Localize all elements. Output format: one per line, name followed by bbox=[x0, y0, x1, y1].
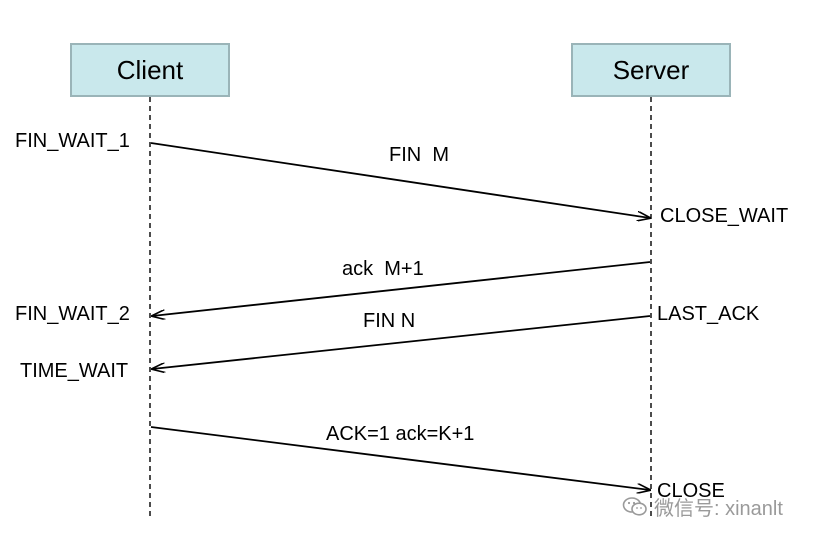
server-label: Server bbox=[612, 54, 690, 85]
fin-n-arrow bbox=[152, 315, 651, 369]
client-box: Client bbox=[70, 43, 230, 97]
watermark-text: 微信号: xinanlt bbox=[654, 498, 783, 520]
fin-wait-2-state: FIN_WAIT_2 bbox=[15, 303, 130, 325]
server-box: Server bbox=[571, 43, 731, 97]
last-ack-state: LAST_ACK bbox=[657, 303, 760, 325]
fin-m-arrow bbox=[150, 142, 650, 218]
final-ack-arrow bbox=[150, 426, 650, 490]
watermark: 微信号: xinanlt bbox=[622, 492, 783, 521]
final-ack-label: ACK=1 ack=K+1 bbox=[326, 423, 475, 445]
close-wait-state: CLOSE_WAIT bbox=[660, 205, 789, 227]
fin-m-label: FIN M bbox=[389, 144, 449, 166]
fin-wait-1-state: FIN_WAIT_1 bbox=[15, 130, 130, 152]
ack-m1-arrow bbox=[152, 261, 651, 316]
wechat-icon bbox=[622, 496, 647, 516]
fin-n-label: FIN N bbox=[363, 310, 416, 332]
client-label: Client bbox=[116, 54, 184, 85]
ack-m1-label: ack M+1 bbox=[342, 258, 424, 280]
time-wait-state: TIME_WAIT bbox=[20, 360, 129, 382]
close-state: CLOSE bbox=[657, 480, 725, 502]
